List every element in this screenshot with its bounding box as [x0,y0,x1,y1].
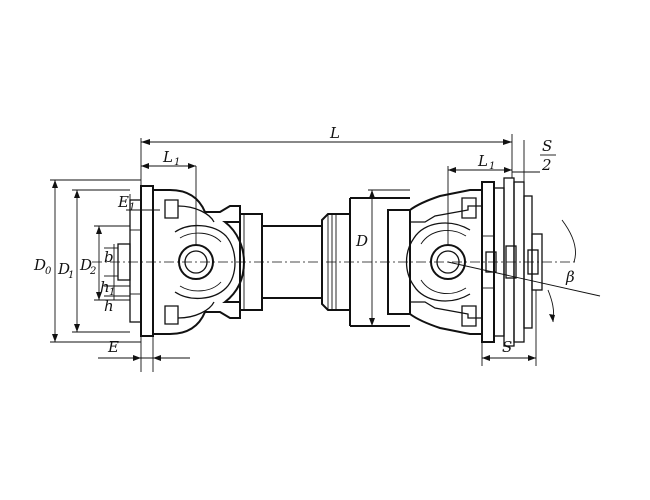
label-h1: h [100,278,110,296]
label-L1-left: L [162,148,173,166]
angle-beta [447,219,601,323]
label-D1-sub: 1 [68,270,74,281]
dimension-L [140,134,513,186]
label-L1-left-sub: 1 [174,157,180,168]
label-S: S [502,338,512,356]
label-E: E [107,338,119,356]
dimension-L1-right [447,166,512,244]
label-S-half-den: 2 [541,156,552,174]
label-D0-sub: 0 [45,266,52,277]
label-E1: E [117,193,129,211]
label-L: L [329,124,340,142]
left-yoke [153,189,246,335]
dimension-D [368,189,410,327]
dimension-D2 [94,225,130,301]
dimension-E [98,336,190,372]
label-D0: D [33,256,46,274]
dimension-D1 [72,189,130,333]
dimension-D0 [50,179,141,343]
label-D: D [355,232,368,250]
label-b: b [104,248,114,266]
left-flange [117,185,160,337]
dimension-E1 [126,194,160,214]
label-E1-sub: 1 [129,202,135,213]
right-flange [481,177,543,347]
dimension-S [481,290,537,366]
label-h1-sub: 1 [109,287,115,298]
label-L1-right: L [477,152,488,170]
label-S-half-num: S [542,137,552,155]
dimension-b-h [104,244,130,300]
dimension-S-half [512,140,540,182]
label-L1-right-sub: 1 [489,161,495,172]
left-hub [239,213,322,311]
label-h: h [104,297,114,315]
label-D2: D [79,256,92,274]
label-D1: D [57,260,70,278]
label-beta: β [565,268,575,286]
label-D2-sub: 2 [89,266,96,277]
dimension-L1-left [141,163,197,244]
